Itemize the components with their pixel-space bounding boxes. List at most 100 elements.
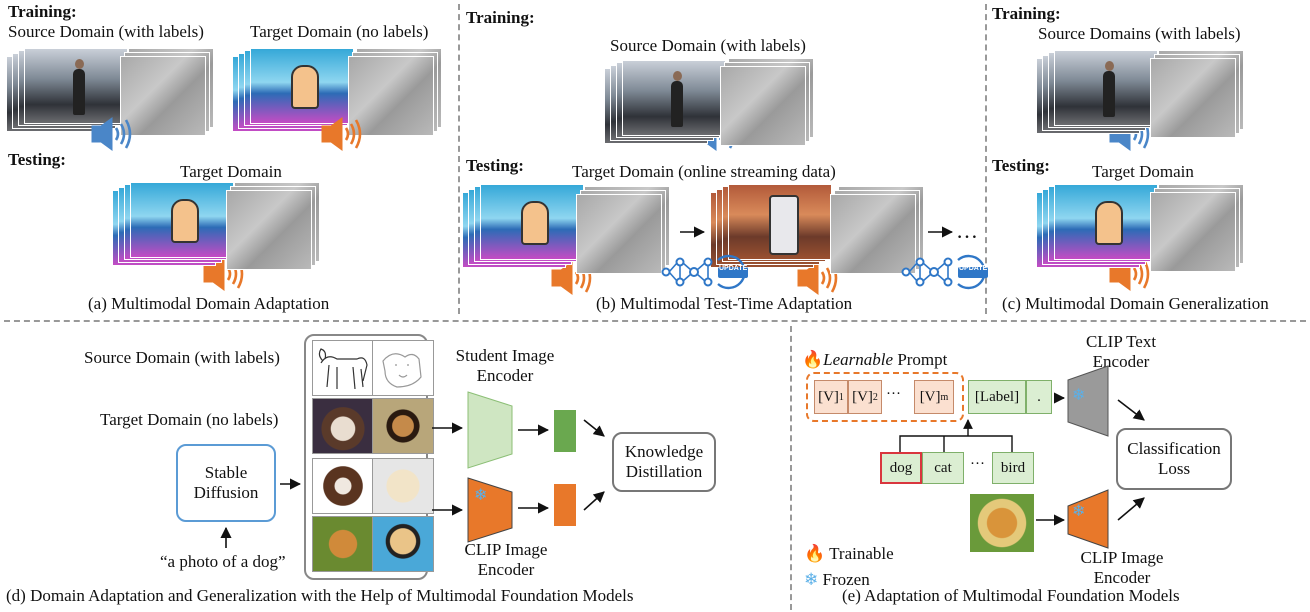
panel-b-testing-heading: Testing: [466, 156, 524, 175]
prompt-token-period: . [1026, 380, 1052, 414]
panel-b-ellipsis: … [956, 218, 978, 243]
prompt-token-label: [Label] [968, 380, 1026, 414]
flame-icon: 🔥 [804, 544, 826, 563]
flame-icon: 🔥 [802, 350, 824, 369]
panel-a-target-rgb-frames [232, 48, 354, 138]
v1-text: [V] [818, 388, 839, 405]
clip-text-encoder-label: CLIP Text Encoder [1080, 332, 1162, 372]
knowledge-distillation-label: Knowledge Distillation [624, 442, 704, 481]
panel-b-caption: (b) Multimodal Test-Time Adaptation [596, 294, 853, 313]
student-encoder-label: Student Image Encoder [446, 346, 564, 386]
student-feature-block [554, 410, 576, 452]
clip-text-encoder-text: CLIP Text Encoder [1085, 332, 1157, 371]
panel-b-test-rgb-frames-1 [462, 184, 584, 274]
panel-e-caption: (e) Adaptation of Multimodal Foundation … [842, 586, 1180, 605]
panel-b-training-heading: Training: [466, 8, 535, 27]
panel-a-test-flow-frames [226, 182, 322, 272]
stable-diffusion-box: Stable Diffusion [176, 444, 276, 522]
classification-loss-box: Classification Loss [1116, 428, 1232, 490]
panel-c-test-rgb-frames [1036, 184, 1158, 274]
panel-c-testing-heading: Testing: [992, 156, 1050, 175]
v2-sub: 2 [872, 391, 878, 403]
clip-text-encoder-trapezoid [1067, 365, 1109, 437]
panel-c-test-target-label: Target Domain [1092, 162, 1194, 181]
student-encoder-text: Student Image Encoder [455, 346, 555, 385]
snowflake-icon: ❄ [474, 487, 487, 504]
class-dog: dog [880, 452, 922, 484]
sketch-dog-image [372, 340, 434, 396]
panel-b-test-target-label: Target Domain (online streaming data) [572, 162, 836, 181]
clip-image-encoder-label-d: CLIP Image Encoder [452, 540, 560, 580]
prompt-token-v1: [V]1 [814, 380, 848, 414]
panel-a-training-heading: Training: [8, 2, 77, 21]
panel-a-test-rgb-frames [112, 182, 234, 272]
panel-d-prompt-text: “a photo of a dog” [160, 552, 286, 571]
snowflake-icon: ❄ [1072, 387, 1085, 404]
divider-ab [458, 4, 460, 314]
panel-c-source-rgb-frames [1036, 50, 1158, 140]
learnable-prompt-group [806, 372, 964, 422]
generated-dog-image [312, 516, 374, 572]
clip-image-encoder-trapezoid [467, 477, 513, 543]
panel-a-target-label: Target Domain (no labels) [250, 22, 429, 41]
prompt-token-vm: [V]m [914, 380, 954, 414]
generated-dog-image [372, 458, 434, 514]
vm-sub: m [940, 391, 949, 403]
class-cat: cat [922, 452, 964, 484]
legend-frozen-text: Frozen [822, 570, 870, 589]
panel-b-test-flow-frames-2 [830, 186, 926, 276]
class-bird: bird [992, 452, 1034, 484]
divider-bc [985, 4, 987, 314]
panel-d-caption: (d) Domain Adaptation and Generalization… [6, 586, 634, 605]
panel-a-source-label: Source Domain (with labels) [8, 22, 204, 41]
clip-image-encoder-text-d: CLIP Image Encoder [464, 540, 548, 579]
query-dog-photo [970, 494, 1034, 552]
update-badge-text: UPDATE [959, 265, 988, 272]
sketch-dog-image [312, 340, 374, 396]
legend-trainable-text: Trainable [829, 544, 894, 563]
student-encoder-trapezoid [467, 391, 513, 469]
prompt-token-dots: ··· [886, 386, 901, 402]
classification-loss-label: Classification Loss [1127, 439, 1221, 478]
snowflake-icon: ❄ [804, 570, 819, 589]
generated-dog-image [372, 516, 434, 572]
panel-c-source-flow-frames [1150, 50, 1246, 140]
prompt-token-v2: [V]2 [848, 380, 882, 414]
legend-frozen: ❄ Frozen [804, 570, 870, 590]
panel-b-source-flow-frames [720, 58, 816, 148]
panel-c-test-flow-frames [1150, 184, 1246, 274]
clip-feature-block [554, 484, 576, 526]
panel-c-source-label: Source Domains (with labels) [1038, 24, 1241, 43]
legend-trainable: 🔥 Trainable [804, 544, 894, 564]
divider-top-bottom [4, 320, 1306, 322]
clip-image-encoder-trapezoid-e [1067, 489, 1109, 549]
learnable-word: Learnable [823, 350, 894, 369]
v2-text: [V] [852, 388, 873, 405]
learnable-prompt-label: 🔥Learnable Prompt [802, 350, 947, 370]
image-grid [304, 334, 428, 580]
panel-a-caption: (a) Multimodal Domain Adaptation [88, 294, 330, 313]
panel-d-target-label: Target Domain (no labels) [100, 410, 279, 429]
panel-c-caption: (c) Multimodal Domain Generalization [1002, 294, 1269, 313]
panel-b-test-flow-frames-1 [576, 186, 672, 276]
panel-a-test-target-label: Target Domain [180, 162, 282, 181]
v1-sub: 1 [838, 391, 844, 403]
panel-d-source-label: Source Domain (with labels) [84, 348, 280, 367]
update-badge-text: UPDATE [719, 265, 748, 272]
stable-diffusion-label: Stable Diffusion [193, 463, 259, 502]
panel-b-source-label: Source Domain (with labels) [610, 36, 806, 55]
prompt-word: Prompt [893, 350, 948, 369]
panel-b-source-rgb-frames [604, 60, 726, 150]
target-dog-photo [372, 398, 434, 454]
clip-image-encoder-label-e: CLIP Image Encoder [1072, 548, 1172, 588]
panel-a-testing-heading: Testing: [8, 150, 66, 169]
divider-de [790, 326, 792, 610]
panel-a-target-flow-frames [348, 48, 444, 138]
panel-a-source-flow-frames [120, 48, 216, 138]
snowflake-icon: ❄ [1072, 503, 1085, 520]
panel-c-training-heading: Training: [992, 4, 1061, 23]
generated-dog-image [312, 458, 374, 514]
